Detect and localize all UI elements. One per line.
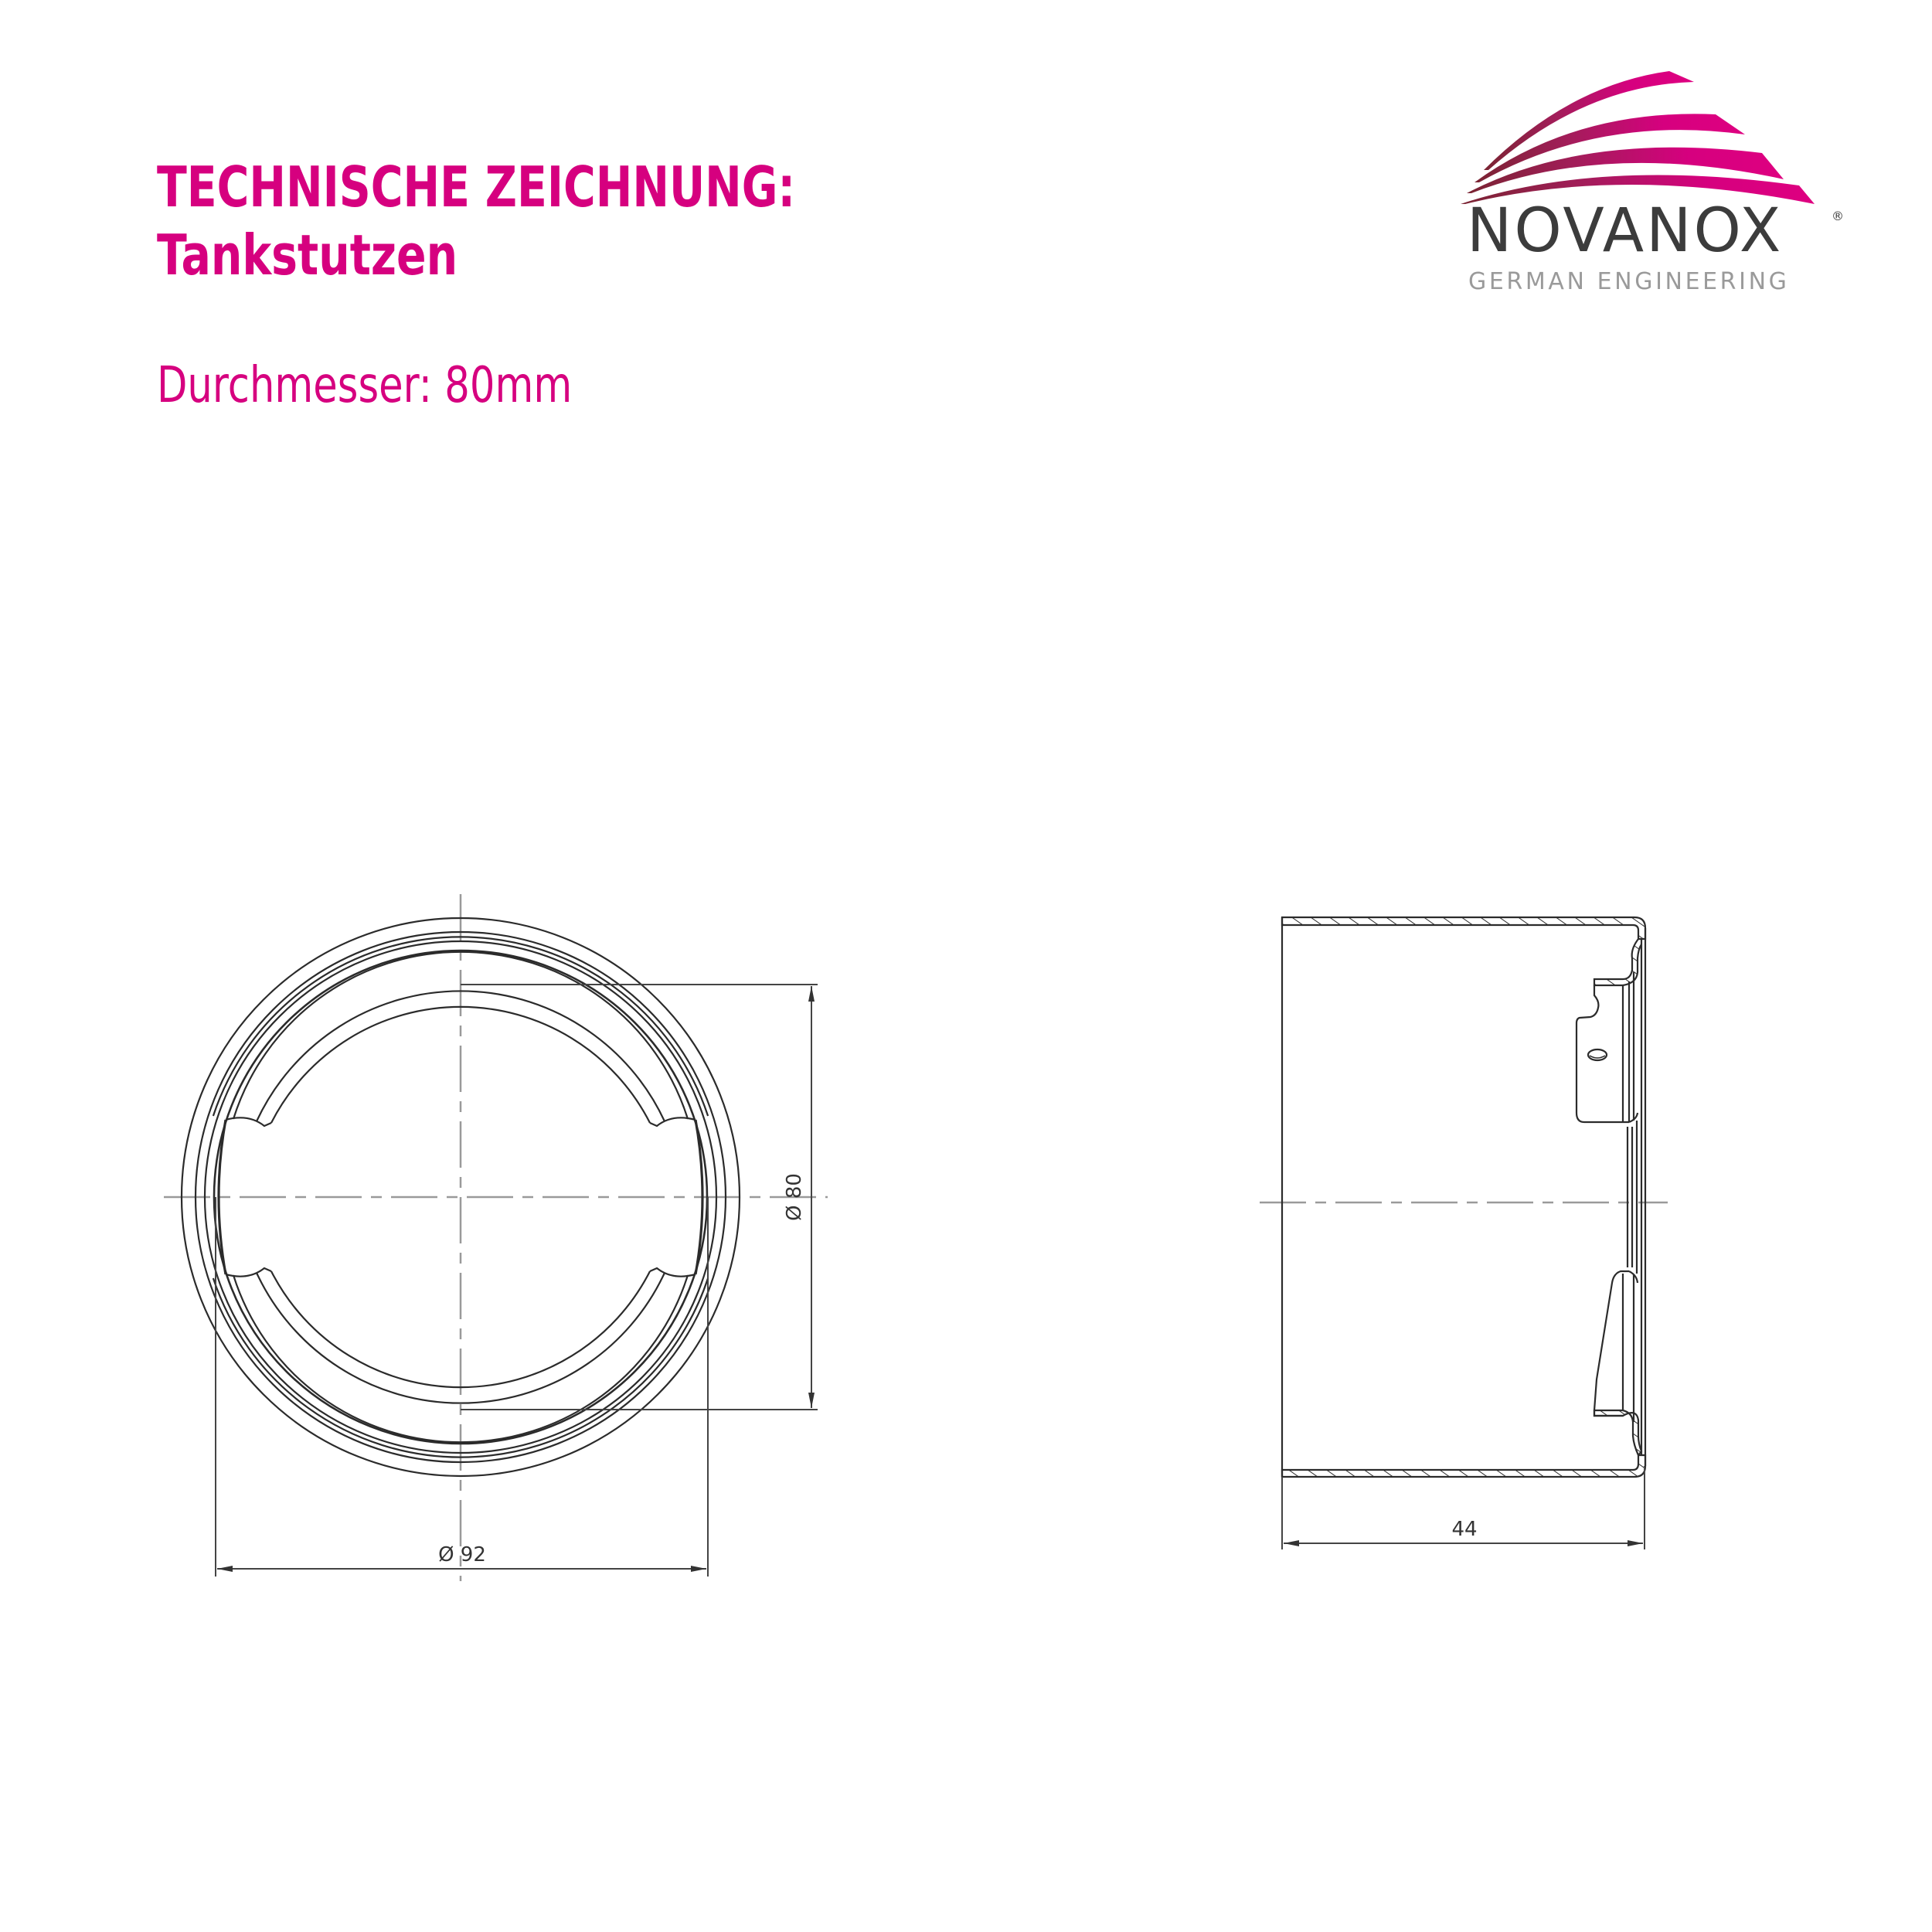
dimension-length-44 — [1281, 1466, 1645, 1549]
dimension-label-92: Ø 92 — [438, 1543, 486, 1566]
ring-6-top — [232, 951, 689, 1120]
top-wall — [1281, 916, 1647, 940]
lower-flange — [1593, 1409, 1643, 1458]
ring-8-top — [270, 1005, 651, 1124]
front-view — [164, 894, 828, 1581]
tab-notch-top-right — [649, 1117, 696, 1128]
outer-ring — [180, 917, 741, 1478]
front-centerlines — [164, 894, 828, 1581]
page-title: TECHNISCHE ZEICHNUNG: — [157, 155, 796, 219]
logo-tagline: GERMAN ENGINEERING — [1468, 268, 1790, 295]
ring-5-bottom — [212, 1277, 709, 1458]
logo-swoosh-icon — [1461, 71, 1815, 204]
ring-7-bottom — [256, 1272, 665, 1404]
side-view — [1260, 916, 1668, 1549]
dimension-diameter-80 — [461, 984, 818, 1410]
dimension-label-80: Ø 80 — [783, 1173, 806, 1221]
ring-6-bottom — [232, 1274, 689, 1444]
upper-flange — [1593, 938, 1642, 987]
tab-notch-bottom-left — [225, 1267, 272, 1277]
dimension-diameter-92 — [215, 1197, 709, 1577]
lower-tab — [1593, 1270, 1629, 1417]
ring-7-top — [256, 990, 665, 1122]
upper-tab — [1575, 985, 1629, 1124]
product-name: Tankstutzen — [157, 223, 458, 287]
tab-notch-bottom-right — [649, 1267, 696, 1277]
logo-wordmark: NOVANOX — [1467, 196, 1784, 266]
dimension-label-44: 44 — [1451, 1518, 1477, 1541]
ring-2 — [194, 930, 727, 1464]
bottom-wall — [1281, 1454, 1647, 1478]
ring-8-bottom — [270, 1270, 651, 1389]
ring-5-top — [212, 936, 709, 1117]
registered-mark: ® — [1832, 209, 1844, 223]
diameter-spec: Durchmesser: 80mm — [157, 357, 573, 414]
slot-hole — [1587, 1048, 1608, 1062]
tab-notch-top-left — [225, 1117, 272, 1128]
ring-3 — [203, 940, 718, 1454]
novanox-logo: NOVANOX ® GERMAN ENGINEERING — [1453, 54, 1855, 309]
